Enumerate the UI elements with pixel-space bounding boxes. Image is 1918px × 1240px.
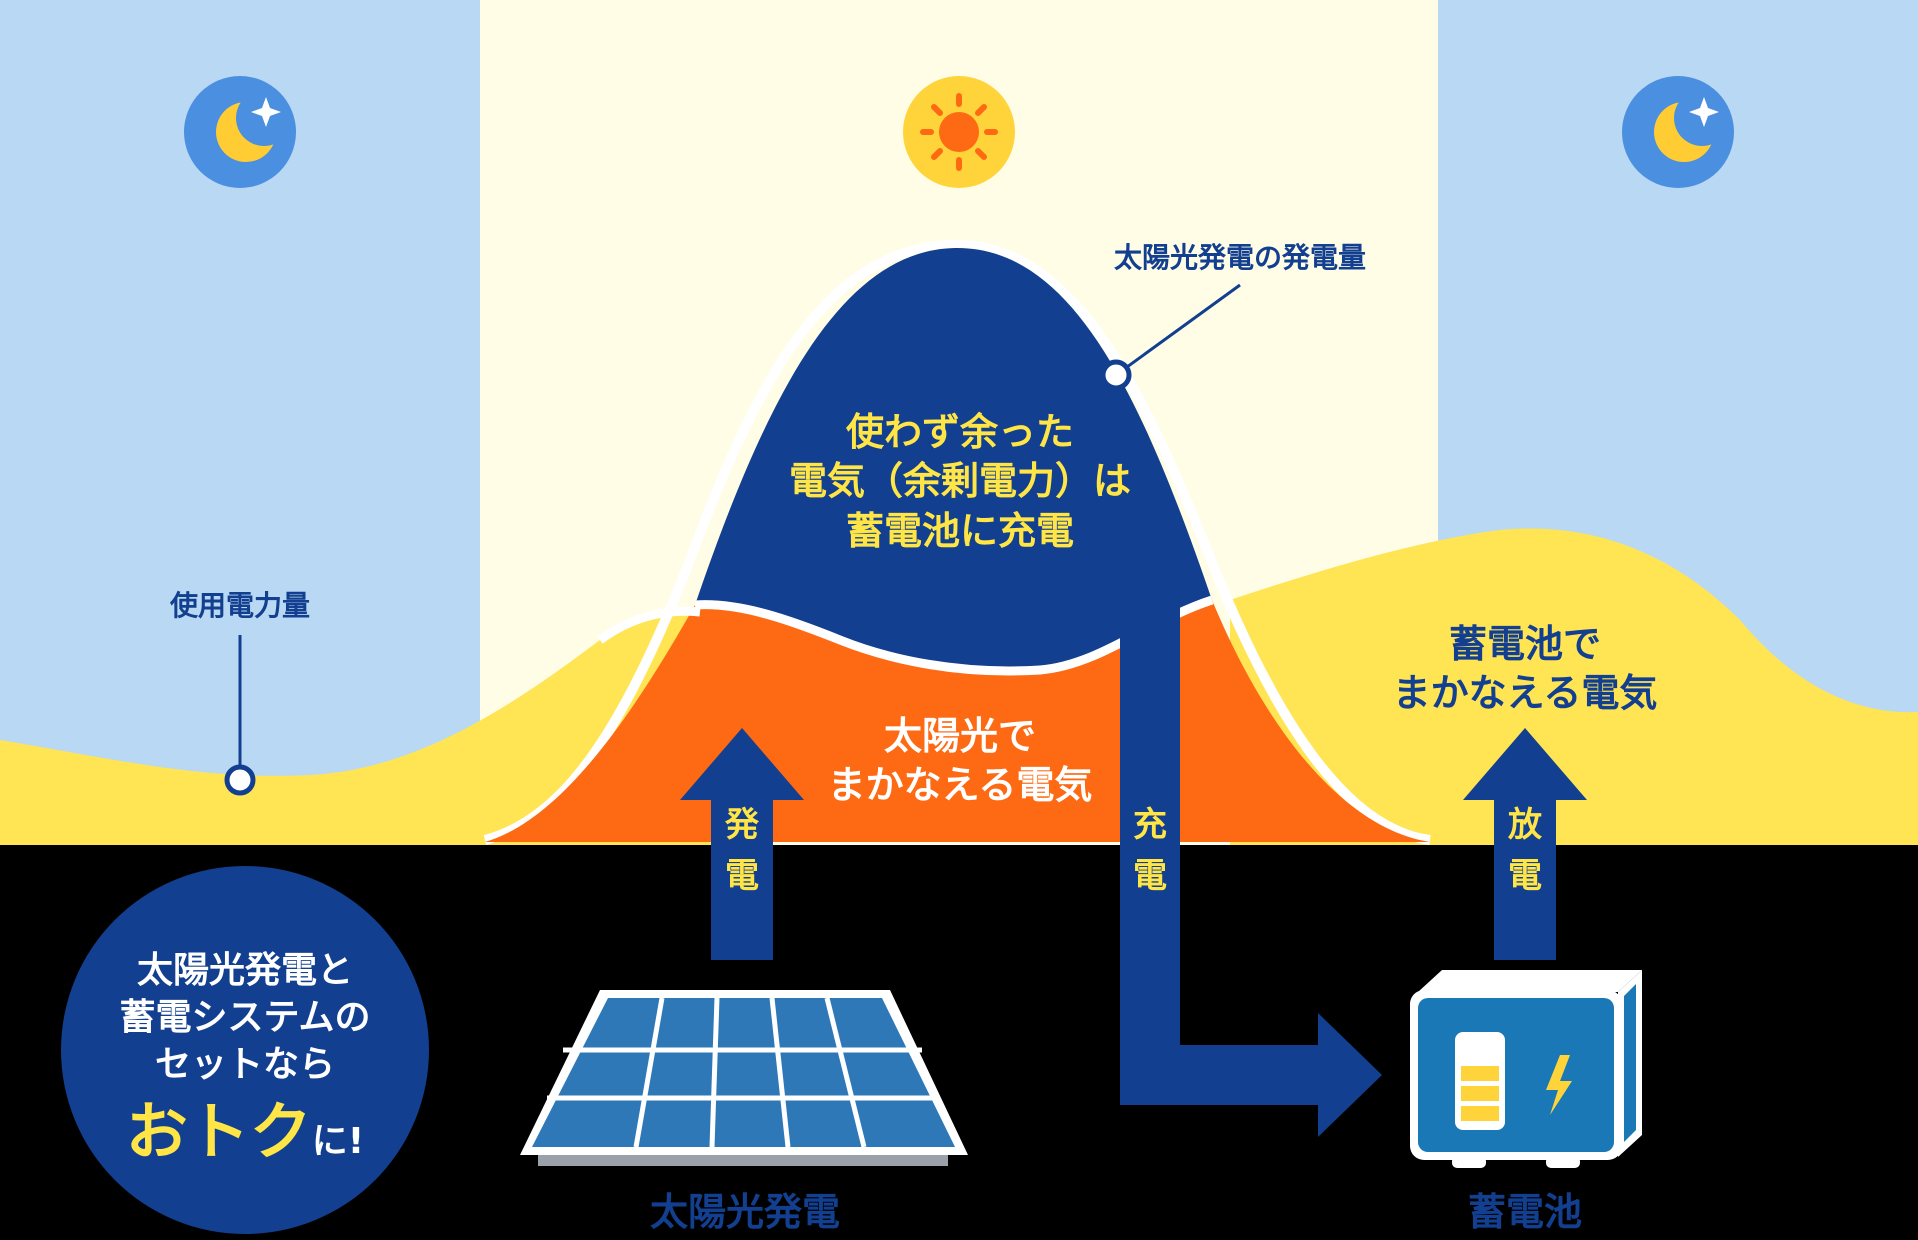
generate-arrow-label: 発電 xyxy=(725,805,759,896)
generation-curve-outline xyxy=(483,239,1431,845)
surplus-area xyxy=(695,247,1212,671)
usage-callout-label: 使用電力量 xyxy=(169,589,310,622)
charge-arrow xyxy=(1120,600,1382,1137)
surplus-label: 使わず余った 電気（余剰電力）は 蓄電池に充電 xyxy=(788,410,1131,553)
usage-area xyxy=(0,528,1918,845)
moon-icon xyxy=(1622,76,1734,188)
generation-callout-label: 太陽光発電の発電量 xyxy=(1113,241,1366,274)
discharge-arrow-label: 放電 xyxy=(1508,805,1542,896)
solar-panel-icon xyxy=(520,990,968,1166)
sun-icon xyxy=(903,76,1015,188)
badge-highlight: おトク xyxy=(125,1095,312,1169)
usage-marker xyxy=(224,764,256,796)
charge-arrow-label: 充電 xyxy=(1133,805,1167,896)
solar-cover-label: 太陽光で まかなえる電気 xyxy=(827,714,1093,808)
battery-device-label: 蓄電池 xyxy=(1467,1190,1582,1234)
moon-icon xyxy=(184,76,296,188)
badge-circle xyxy=(61,866,429,1234)
battery-icon xyxy=(1410,970,1642,1168)
battery-cover-label: 蓄電池で まかなえる電気 xyxy=(1392,622,1658,716)
generation-marker xyxy=(1100,359,1132,391)
solar-device-label: 太陽光発電 xyxy=(649,1190,840,1234)
badge-suffix: に! xyxy=(311,1121,365,1163)
discharge-arrow xyxy=(1463,728,1587,960)
badge-text: 太陽光発電と 蓄電システムの セットなら おトクに! xyxy=(119,950,371,1169)
generate-arrow xyxy=(680,728,804,960)
